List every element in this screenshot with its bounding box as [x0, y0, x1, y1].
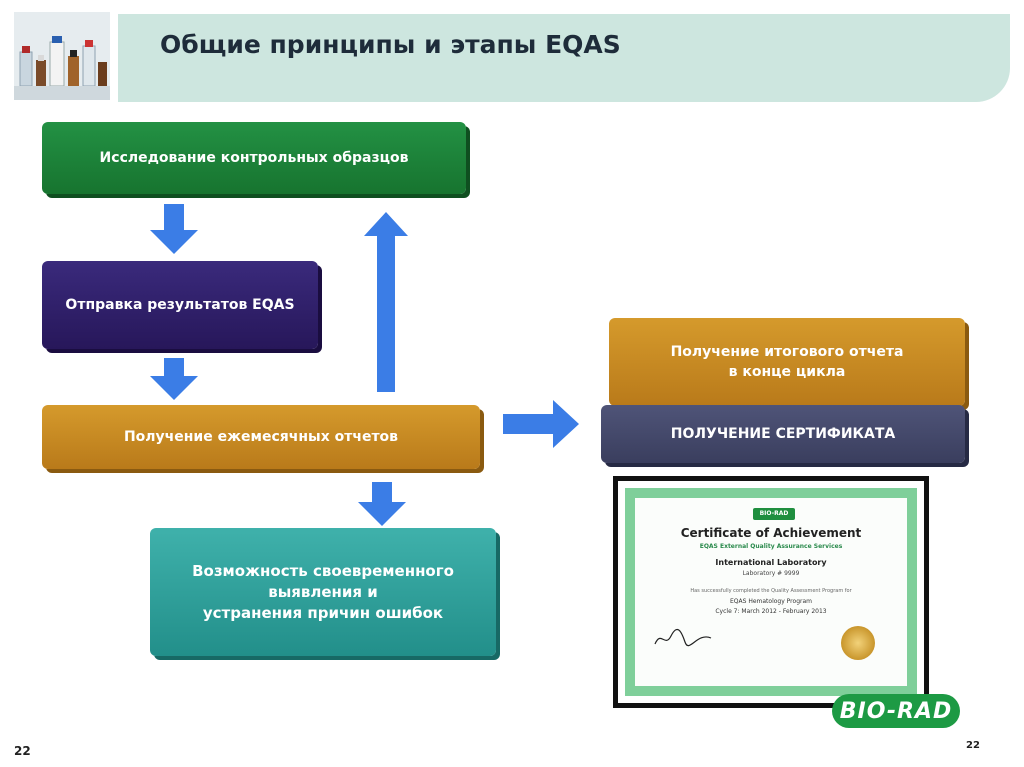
step-send-results-label: Отправка результатов EQAS: [65, 297, 295, 313]
arrow-right-icon: [503, 400, 579, 448]
step-error-detection-line-3: устранения причин ошибок: [202, 603, 444, 622]
certificate-lab: International Laboratory: [715, 558, 827, 567]
certificate-image: BIO-RAD Certificate of Achievement EQAS …: [613, 476, 929, 708]
certificate-program: EQAS Hematology Program: [729, 598, 812, 605]
certificate-title: Certificate of Achievement: [680, 526, 862, 540]
arrow-down-icon: [358, 482, 406, 526]
header-photo: [14, 12, 110, 100]
step-monthly-reports-label: Получение ежемесячных отчетов: [123, 429, 399, 445]
step-error-detection-line-1: Возможность своевременного: [192, 561, 454, 580]
step-final-report-line-2: в конце цикла: [728, 364, 846, 380]
step-final-report-line-1: Получение итогового отчета: [670, 344, 904, 360]
page-number-left: 22: [14, 744, 31, 758]
signature-icon: [654, 628, 712, 647]
page-number-right: 22: [966, 740, 980, 751]
step-monthly-reports: Получение ежемесячных отчетов: [42, 405, 480, 469]
certificate-lab-number: Laboratory # 9999: [742, 570, 800, 577]
step-certificate-label: ПОЛУЧЕНИЕ СЕРТИФИКАТА: [670, 426, 896, 442]
step-error-detection: Возможность своевременного выявления и у…: [150, 528, 496, 656]
arrow-up-icon: [364, 212, 408, 392]
header-band: [118, 14, 1010, 102]
lab-bottles-image: [14, 12, 110, 100]
step-study-samples: Исследование контрольных образцов: [42, 122, 466, 194]
gold-seal-icon: [841, 626, 875, 660]
certificate-completed-text: Has successfully completed the Quality A…: [690, 588, 852, 594]
step-error-detection-line-2: выявления и: [268, 582, 378, 601]
step-study-samples-label: Исследование контрольных образцов: [99, 150, 409, 166]
biorad-logo: BIO-RAD: [832, 694, 960, 728]
step-send-results: Отправка результатов EQAS: [42, 261, 318, 349]
arrow-down-icon: [150, 358, 198, 400]
certificate-logo: BIO-RAD: [753, 508, 795, 520]
step-certificate: ПОЛУЧЕНИЕ СЕРТИФИКАТА: [601, 405, 965, 463]
page-title: Общие принципы и этапы EQAS: [160, 30, 621, 59]
certificate-border: BIO-RAD Certificate of Achievement EQAS …: [625, 488, 917, 696]
step-final-report: Получение итогового отчета в конце цикла: [609, 318, 965, 406]
certificate-subtitle: EQAS External Quality Assurance Services: [699, 543, 843, 550]
arrow-down-icon: [150, 204, 198, 254]
certificate-cycle: Cycle 7: March 2012 - February 2013: [715, 608, 827, 615]
